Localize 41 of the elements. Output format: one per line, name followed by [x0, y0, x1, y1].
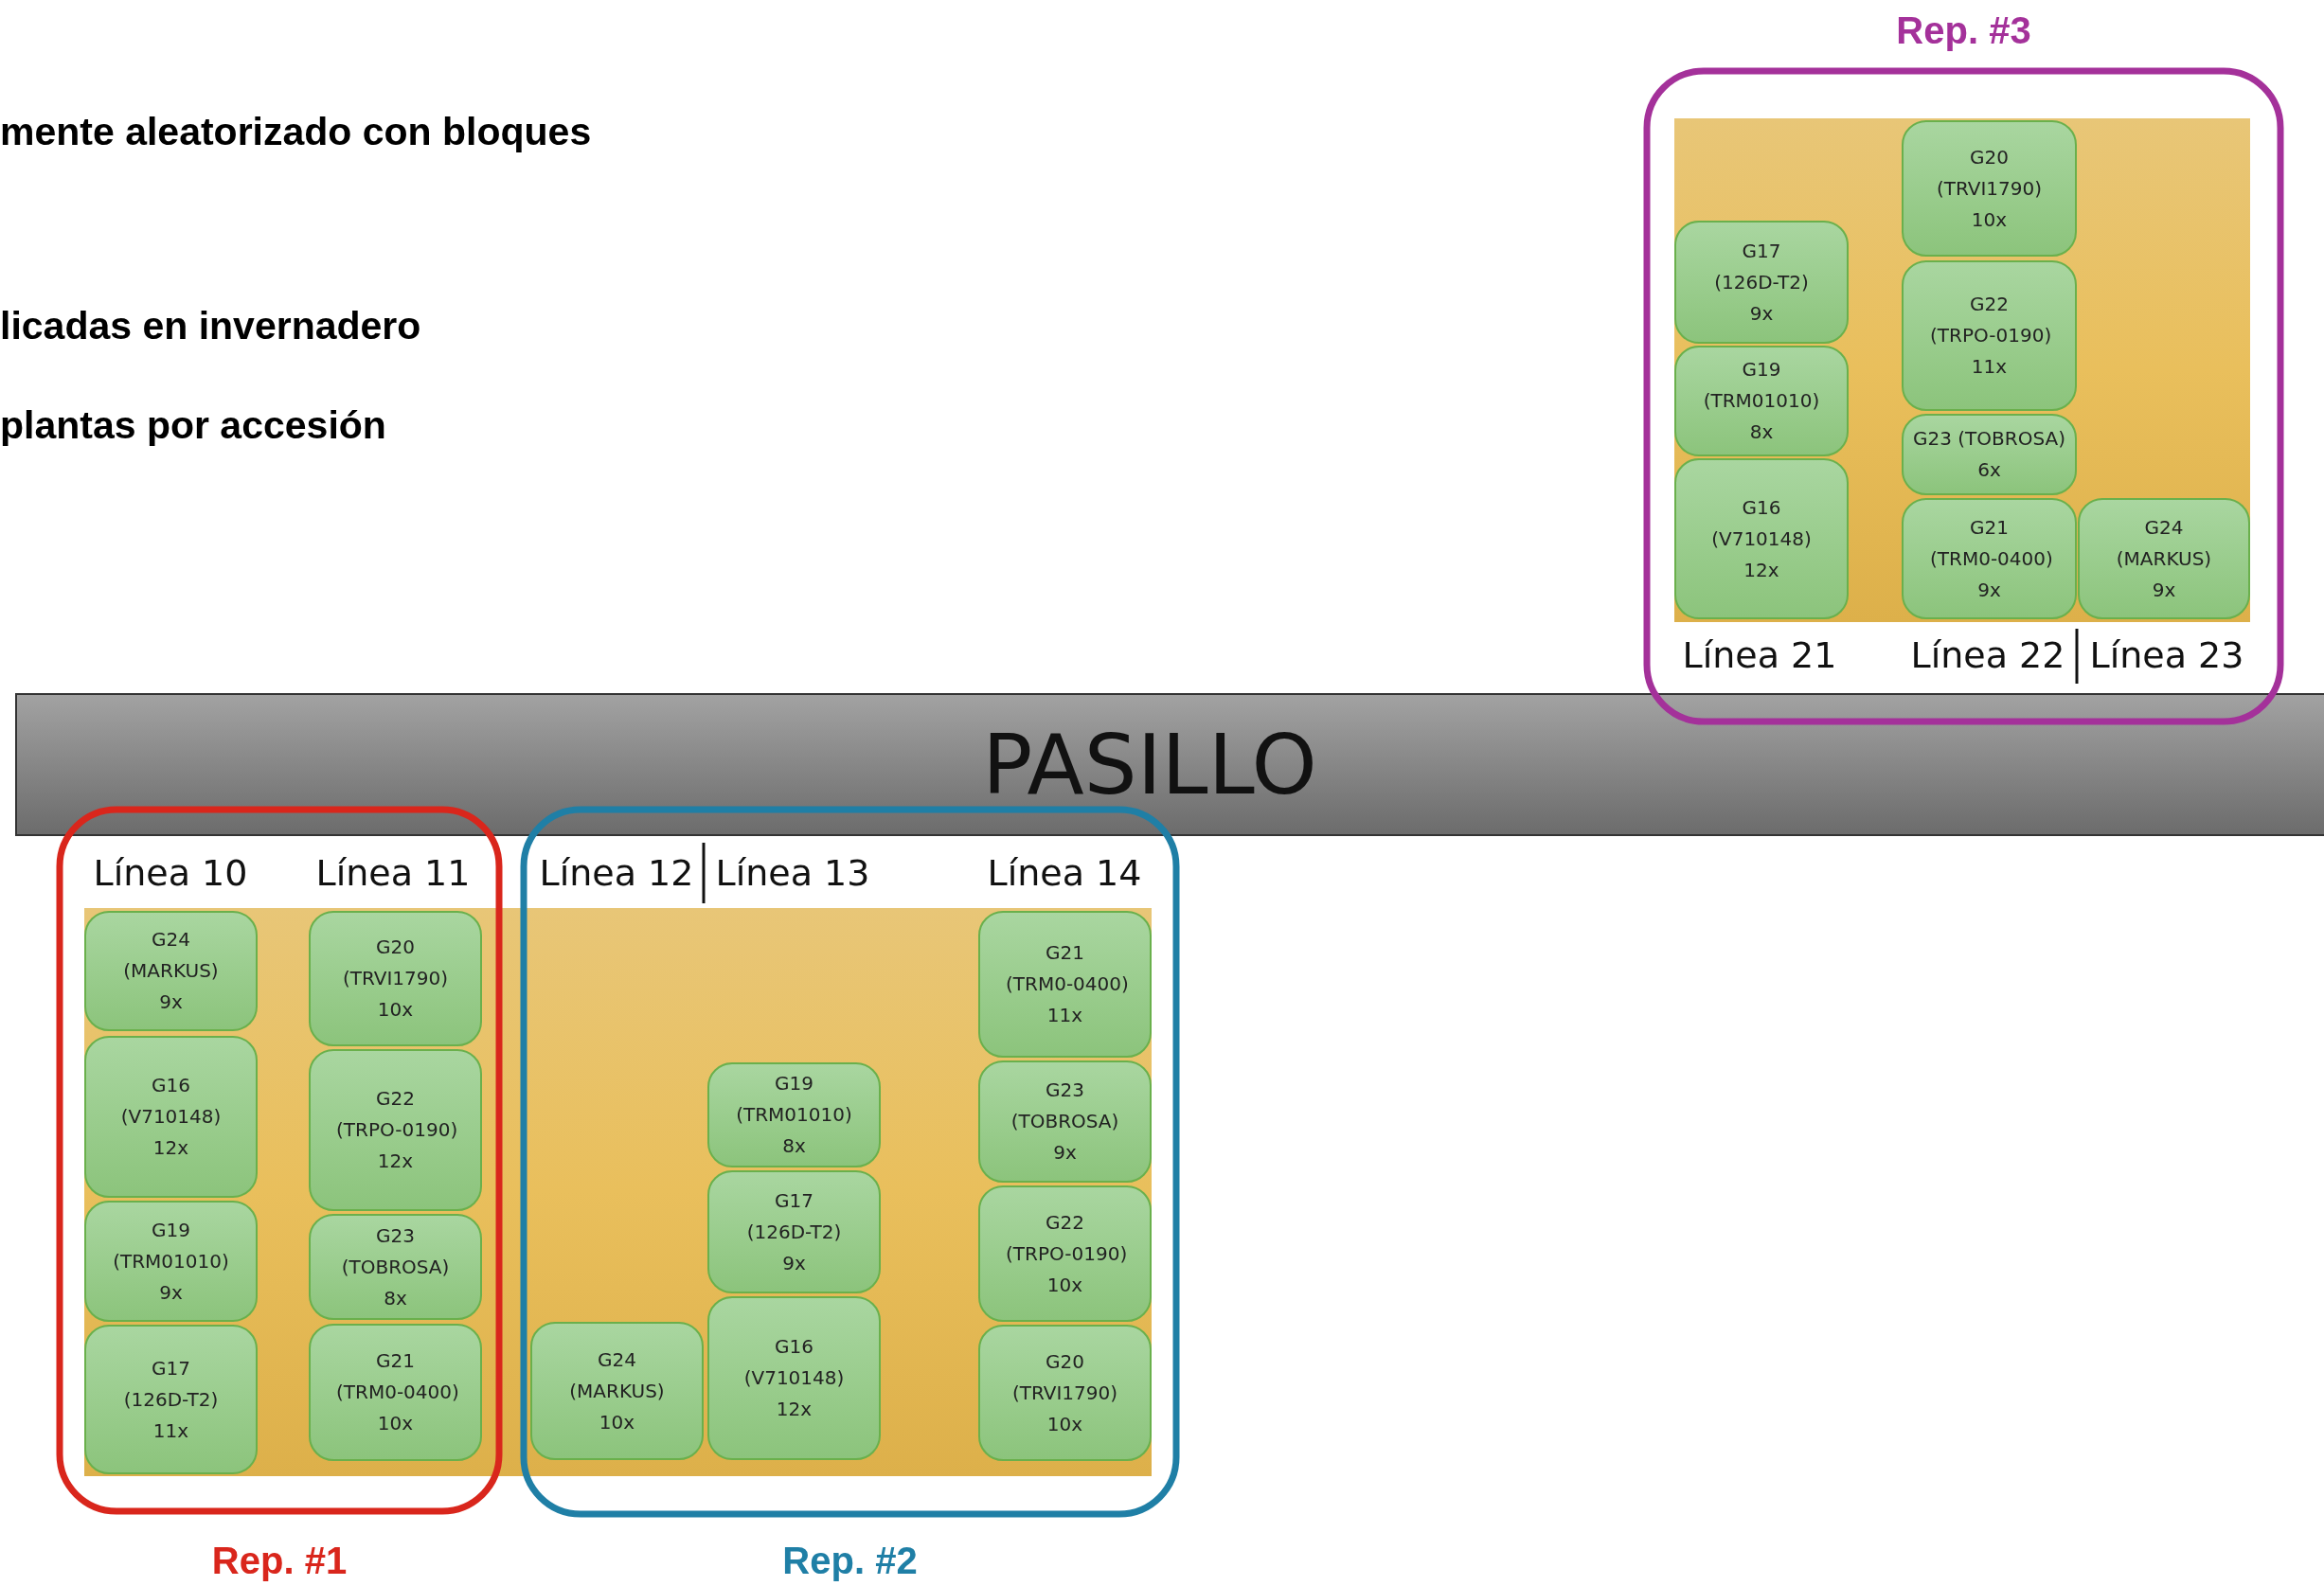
replicate-outline — [519, 805, 1181, 1583]
replicate-label: Rep. #1 — [211, 1539, 348, 1583]
plant-plot: G19 (TRM01010) 8x — [1674, 346, 1849, 456]
plant-plot: G20 (TRVI1790) 10x — [978, 1325, 1152, 1461]
plant-plot: G19 (TRM01010) 9x — [84, 1201, 258, 1322]
plant-plot: G22 (TRPO-0190) 12x — [309, 1049, 482, 1211]
plant-plot: G17 (126D-T2) 9x — [1674, 221, 1849, 344]
plant-plot: G20 (TRVI1790) 10x — [309, 911, 482, 1046]
plant-plot: G22 (TRPO-0190) 10x — [978, 1185, 1152, 1322]
plant-plot: G21 (TRM0-0400) 10x — [309, 1324, 482, 1461]
plant-plot: G17 (126D-T2) 9x — [707, 1170, 881, 1293]
plant-plot: G21 (TRM0-0400) 11x — [978, 911, 1152, 1058]
row-label: Línea 11 — [315, 852, 471, 894]
row-label: Línea 21 — [1682, 634, 1837, 676]
description-text: mente aleatorizado con bloques — [0, 109, 592, 154]
plant-plot: G21 (TRM0-0400) 9x — [1902, 498, 2077, 619]
plant-plot: G16 (V710148) 12x — [84, 1036, 258, 1198]
plant-plot: G23 (TOBROSA) 8x — [309, 1214, 482, 1320]
replicate-outline — [55, 805, 504, 1583]
description-text: plantas por accesión — [0, 402, 386, 448]
plant-plot: G19 (TRM01010) 8x — [707, 1062, 881, 1167]
plant-plot: G17 (126D-T2) 11x — [84, 1325, 258, 1474]
row-label: Línea 22 — [1910, 634, 2065, 676]
replicate-label: Rep. #3 — [1896, 9, 2031, 53]
plant-plot: G24 (MARKUS) 9x — [2078, 498, 2250, 619]
replicate-label: Rep. #2 — [782, 1539, 918, 1583]
plant-plot: G24 (MARKUS) 9x — [84, 911, 258, 1031]
row-label: Línea 10 — [93, 852, 248, 894]
row-label: Línea 23 — [2089, 634, 2244, 676]
plant-plot: G16 (V710148) 12x — [707, 1296, 881, 1460]
row-label: Línea 13 — [715, 852, 870, 894]
row-label: Línea 12 — [539, 852, 694, 894]
description-text: licadas en invernadero — [0, 303, 421, 348]
plant-plot: G23 (TOBROSA) 9x — [978, 1060, 1152, 1183]
plant-plot: G20 (TRVI1790) 10x — [1902, 120, 2077, 257]
plant-plot: G16 (V710148) 12x — [1674, 458, 1849, 619]
plant-plot: G22 (TRPO-0190) 11x — [1902, 260, 2077, 411]
plant-plot: G23 (TOBROSA) 6x — [1902, 414, 2077, 495]
aisle-band: PASILLO — [15, 693, 2324, 836]
row-label: Línea 14 — [987, 852, 1142, 894]
plant-plot: G24 (MARKUS) 10x — [530, 1322, 704, 1460]
